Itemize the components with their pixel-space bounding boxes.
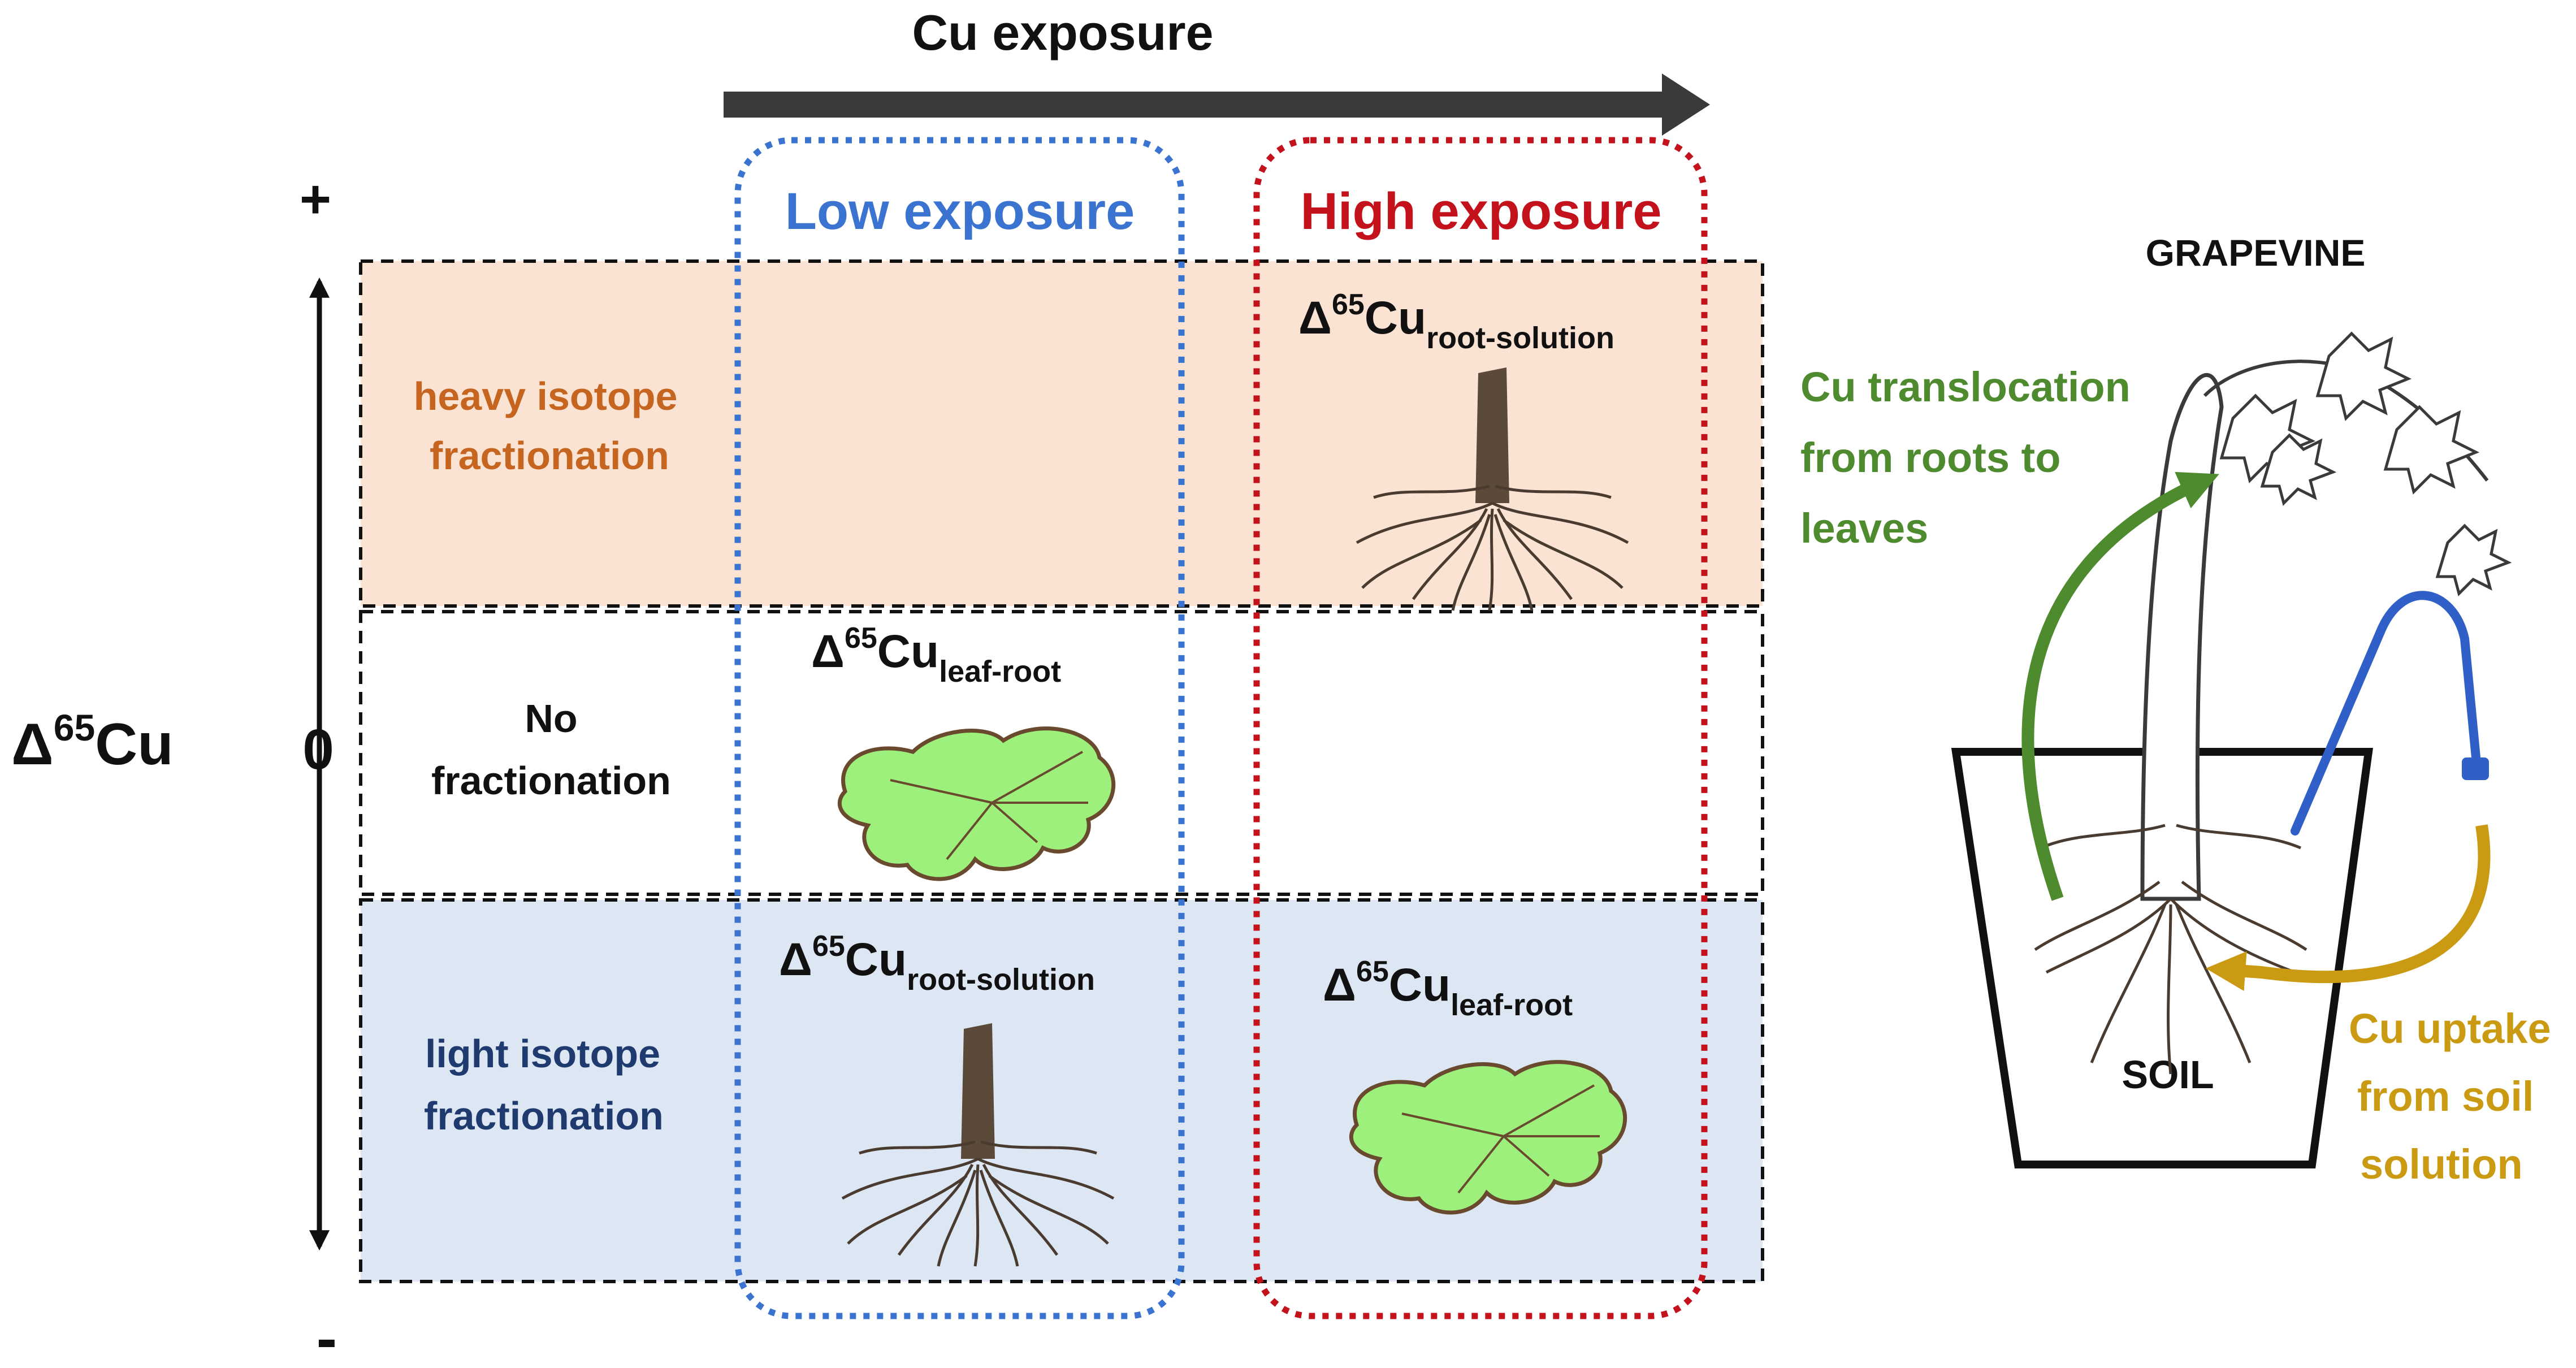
cell-low-none-label: Δ65Culeaf-root <box>811 622 1061 689</box>
uptake-label-line2: from soil <box>2357 1073 2534 1120</box>
row-heavy-label-line2: fractionation <box>430 434 669 478</box>
leaf-illustration-high-light <box>1349 1060 1627 1215</box>
root-illustration-high-heavy <box>1356 367 1629 611</box>
row-none-label-line1: No <box>525 696 577 741</box>
row-heavy-label-line1: heavy isotope <box>414 374 678 418</box>
row-light-label-line2: fractionation <box>424 1094 664 1138</box>
translocation-label-line2: from roots to <box>1800 434 2060 481</box>
cell-low-light-label: Δ65Curoot-solution <box>779 930 1095 997</box>
grapevine-roots <box>2034 824 2307 1075</box>
y-axis-title: Δ65Cu <box>11 707 174 777</box>
column-low-label: Low exposure <box>785 183 1135 240</box>
cell-high-light-label: Δ65Culeaf-root <box>1323 955 1573 1022</box>
y-axis-plus: + <box>300 169 331 230</box>
uptake-label-line1: Cu uptake <box>2349 1005 2551 1052</box>
soil-pot <box>1951 748 2374 1168</box>
irrigation-dripper <box>2462 757 2489 780</box>
translocation-label-line3: leaves <box>1800 505 1928 552</box>
root-illustration-low-light <box>841 1023 1115 1267</box>
leaf-illustration-low-none <box>838 726 1116 881</box>
row-light-label-line1: light isotope <box>425 1032 660 1076</box>
row-light-border <box>359 898 1764 1283</box>
translocation-arrow <box>2021 471 2219 901</box>
soil-label: SOIL <box>2122 1053 2214 1097</box>
x-axis-title: Cu exposure <box>912 5 1213 60</box>
row-none-label-line2: fractionation <box>431 759 671 803</box>
uptake-arrow <box>2205 824 2491 992</box>
translocation-label-line1: Cu translocation <box>1800 363 2131 410</box>
uptake-label-line3: solution <box>2360 1141 2523 1188</box>
grapevine-title: GRAPEVINE <box>2146 232 2366 274</box>
column-high-label: High exposure <box>1300 183 1661 240</box>
x-axis-arrowhead <box>1662 73 1710 136</box>
cell-high-heavy-label: Δ65Curoot-solution <box>1298 288 1614 355</box>
column-low-box <box>734 137 1185 1319</box>
row-none-border <box>359 610 1764 896</box>
irrigation-tube <box>2291 591 2480 835</box>
y-axis-zero: 0 <box>302 718 334 781</box>
y-axis-minus: - <box>317 1304 337 1368</box>
grapevine-leaves <box>2219 331 2512 596</box>
row-heavy-border <box>359 259 1764 608</box>
